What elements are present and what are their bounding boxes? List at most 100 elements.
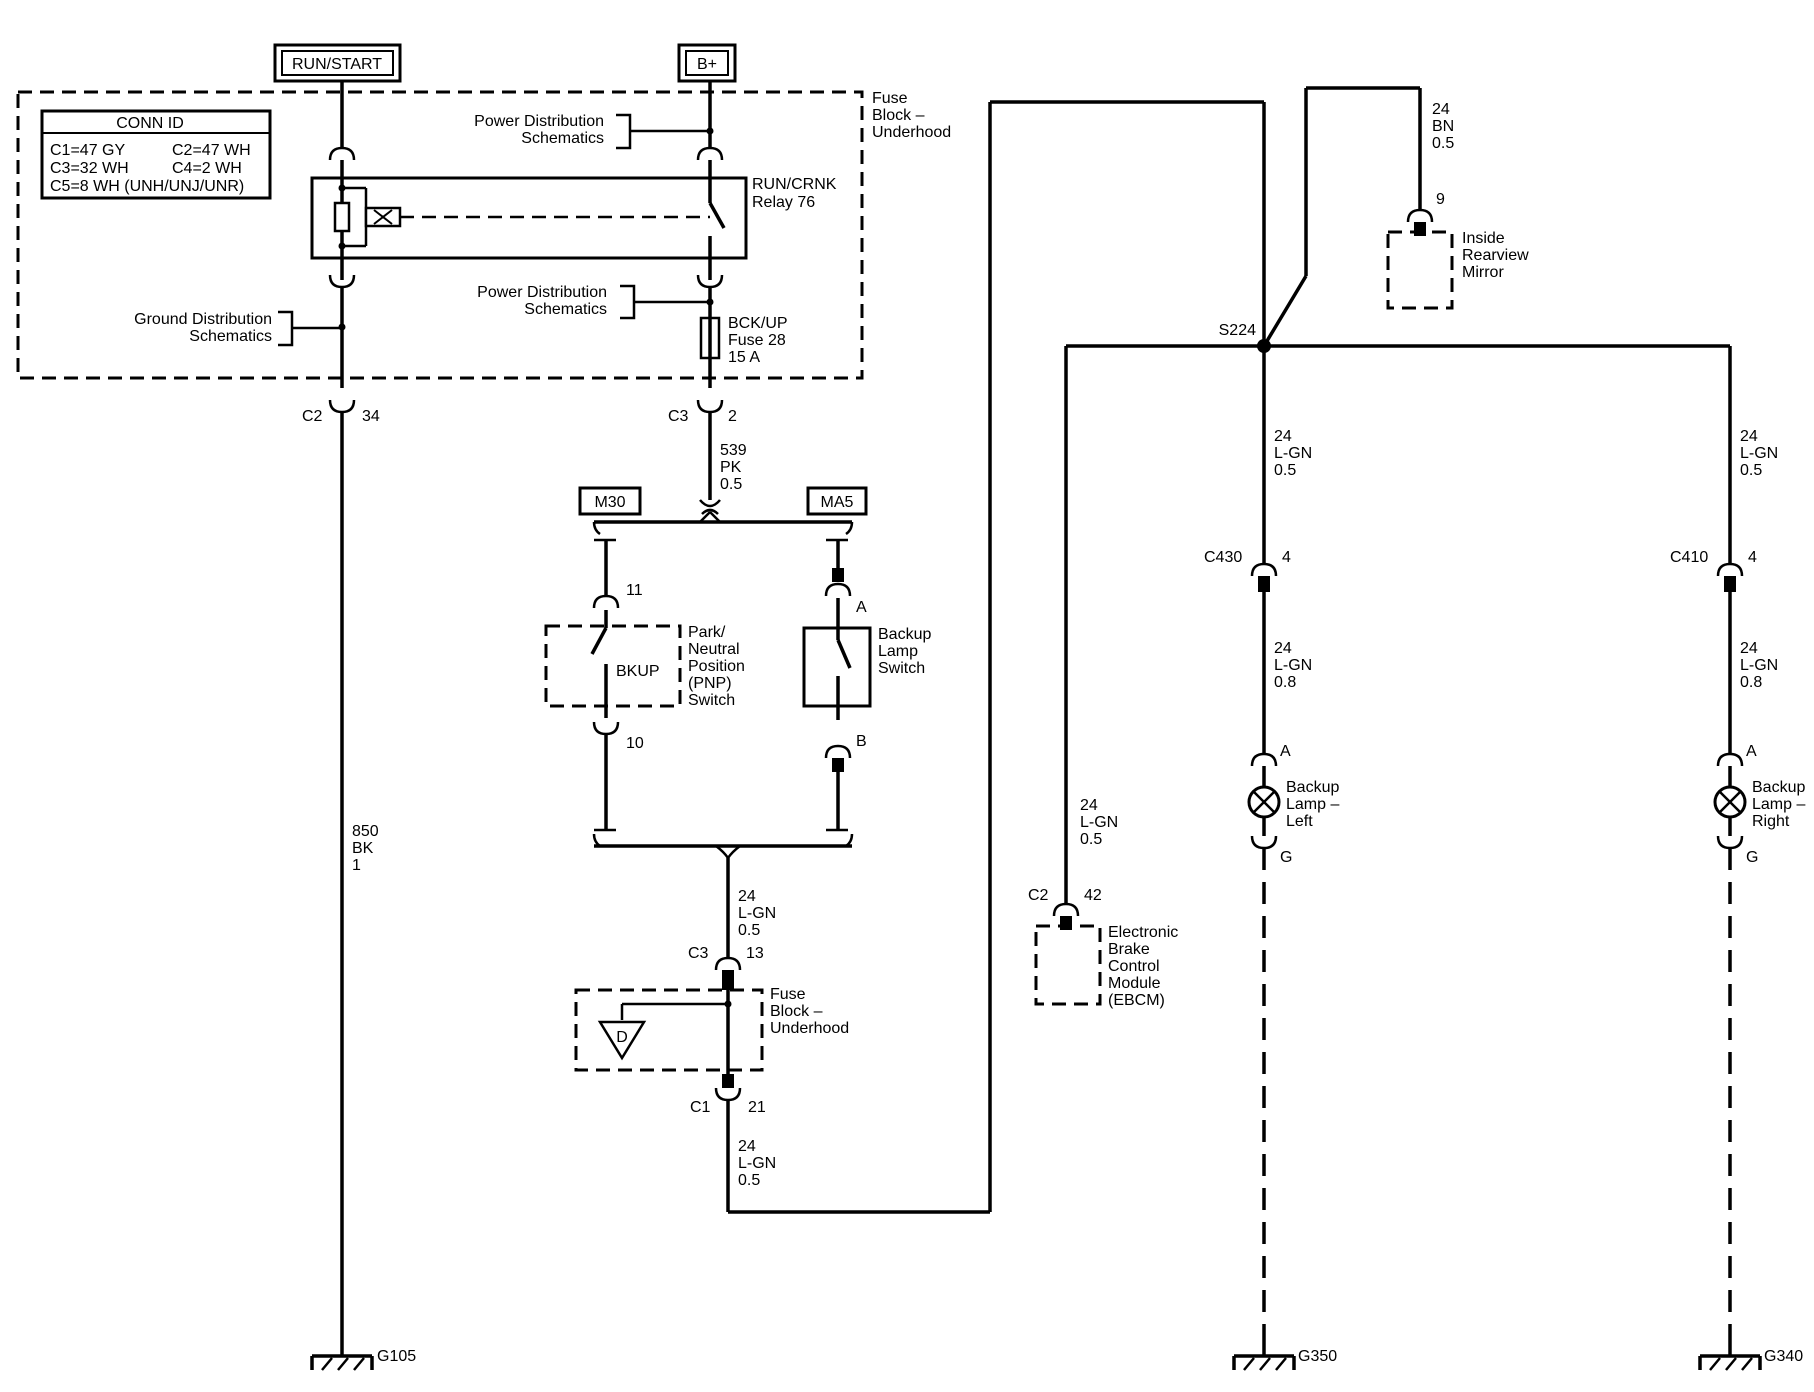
svg-text:0.5: 0.5 <box>738 1172 760 1189</box>
svg-text:Underhood: Underhood <box>872 124 951 141</box>
fuse-block-bottom-outline <box>574 988 764 1072</box>
svg-text:L-GN: L-GN <box>1740 657 1778 674</box>
run-start-tag: RUN/START <box>273 43 402 83</box>
svg-text:Lamp: Lamp <box>878 643 918 660</box>
ground-g105-label: G105 <box>377 1348 416 1365</box>
lamp-right-pin-a: A <box>1746 743 1757 760</box>
svg-text:PK: PK <box>720 459 742 476</box>
svg-text:RUN/CRNK: RUN/CRNK <box>752 176 837 193</box>
svg-text:L-GN: L-GN <box>1080 814 1118 831</box>
ground-g340-label: G340 <box>1764 1348 1803 1365</box>
relay-label: RUN/CRNK Relay 76 <box>752 176 837 211</box>
splice-label: S224 <box>1219 322 1256 339</box>
svg-text:BN: BN <box>1432 118 1454 135</box>
c3-13-pin: 13 <box>746 945 764 962</box>
svg-text:24: 24 <box>1740 640 1758 657</box>
svg-text:L-GN: L-GN <box>738 1155 776 1172</box>
wire-24-c-label: 24 L-GN 0.5 <box>1080 797 1118 848</box>
ebcm-label: Electronic Brake Control Module (EBCM) <box>1108 924 1178 1009</box>
pin-11: 11 <box>626 582 643 599</box>
svg-text:L-GN: L-GN <box>738 905 776 922</box>
pnp-switch-label: Park/ Neutral Position (PNP) Switch <box>688 624 745 709</box>
c1-21-pin: 21 <box>748 1099 766 1116</box>
svg-text:Schematics: Schematics <box>521 130 604 147</box>
svg-text:L-GN: L-GN <box>1740 445 1778 462</box>
wire-24-f-label: 24 L-GN 0.8 <box>1274 640 1312 691</box>
backup-lamp-left-label: Backup Lamp – Left <box>1286 779 1339 830</box>
svg-text:Fuse: Fuse <box>872 90 908 107</box>
svg-text:Lamp –: Lamp – <box>1752 796 1805 813</box>
pnp-switch-branch <box>590 538 620 832</box>
backup-lamp-switch-branch <box>824 538 852 832</box>
ground-distribution-ref: Ground Distribution Schematics <box>134 310 342 347</box>
backup-lamp-right-label: Backup Lamp – Right <box>1752 779 1805 830</box>
lamp-right-pin-g: G <box>1746 849 1758 866</box>
pnp-switch-outline <box>544 624 682 708</box>
svg-text:539: 539 <box>720 442 747 459</box>
wire-539-label: 539 PK 0.5 <box>720 442 747 493</box>
c2-conn-label: C2 <box>302 408 323 425</box>
backup-lamp-switch-box <box>802 626 872 708</box>
svg-text:Park/: Park/ <box>688 624 726 641</box>
svg-text:Switch: Switch <box>878 660 925 677</box>
svg-text:Fuse 28: Fuse 28 <box>728 332 786 349</box>
bplus-tag: B+ <box>677 43 737 83</box>
left-lamp-branch <box>1250 346 1278 1338</box>
svg-text:Underhood: Underhood <box>770 1020 849 1037</box>
svg-text:Backup: Backup <box>878 626 931 643</box>
svg-text:Power Distribution: Power Distribution <box>477 284 607 301</box>
inside-rearview-mirror-label: Inside Rearview Mirror <box>1462 230 1529 281</box>
fuse-block-top-label: Fuse Block – Underhood <box>872 90 951 141</box>
svg-text:0.5: 0.5 <box>720 476 742 493</box>
svg-text:24: 24 <box>738 888 756 905</box>
svg-text:C3=32 WH: C3=32 WH <box>50 160 129 177</box>
svg-text:MA5: MA5 <box>821 494 854 511</box>
ebcm-branch <box>1052 346 1080 930</box>
svg-text:24: 24 <box>1274 640 1292 657</box>
run-start-label: RUN/START <box>292 56 382 73</box>
svg-text:Module: Module <box>1108 975 1161 992</box>
bplus-label: B+ <box>697 56 717 73</box>
fuse-block-top-outline <box>16 90 864 380</box>
svg-text:0.5: 0.5 <box>1274 462 1296 479</box>
pin-a-switch: A <box>856 599 867 616</box>
fuse-block-bottom-label: Fuse Block – Underhood <box>770 986 849 1037</box>
svg-text:1: 1 <box>352 857 361 874</box>
svg-text:0.5: 0.5 <box>1432 135 1454 152</box>
svg-text:0.5: 0.5 <box>738 922 760 939</box>
svg-text:Neutral: Neutral <box>688 641 740 658</box>
svg-text:L-GN: L-GN <box>1274 657 1312 674</box>
wire-24-d-label: 24 L-GN 0.5 <box>1274 428 1312 479</box>
svg-text:24: 24 <box>738 1138 756 1155</box>
svg-text:Relay 76: Relay 76 <box>752 194 815 211</box>
wire-24-a-label: 24 L-GN 0.5 <box>738 888 776 939</box>
svg-text:850: 850 <box>352 823 379 840</box>
conn-id-table: CONN ID C1=47 GY C2=47 WH C3=32 WH C4=2 … <box>40 109 272 200</box>
ground-g350-label: G350 <box>1298 1348 1337 1365</box>
c2-42-conn: C2 <box>1028 887 1049 904</box>
svg-text:C4=2 WH: C4=2 WH <box>172 160 242 177</box>
svg-text:C2=47 WH: C2=47 WH <box>172 142 251 159</box>
svg-text:0.5: 0.5 <box>1080 831 1102 848</box>
fuse-28-label: BCK/UP Fuse 28 15 A <box>728 315 788 366</box>
ground-g105-icon <box>310 1340 374 1371</box>
power-distribution-ref-1: Power Distribution Schematics <box>474 113 710 150</box>
ebcm-outline <box>1034 924 1102 1006</box>
svg-text:Backup: Backup <box>1286 779 1339 796</box>
inside-rearview-mirror-outline <box>1386 230 1454 310</box>
svg-text:Position: Position <box>688 658 745 675</box>
c2-42-pin: 42 <box>1084 887 1102 904</box>
c2-pin-label: 34 <box>362 408 380 425</box>
svg-text:Control: Control <box>1108 958 1160 975</box>
diode-label: D <box>616 1029 628 1046</box>
svg-text:M30: M30 <box>594 494 625 511</box>
run-crnk-relay <box>310 176 748 260</box>
svg-text:Left: Left <box>1286 813 1313 830</box>
svg-text:(EBCM): (EBCM) <box>1108 992 1165 1009</box>
svg-text:Inside: Inside <box>1462 230 1505 247</box>
c3-pin-label: 2 <box>728 408 737 425</box>
merge-bus <box>592 100 1266 1214</box>
ground-g340-icon <box>1698 1338 1762 1371</box>
svg-text:C5=8 WH (UNH/UNJ/UNR): C5=8 WH (UNH/UNJ/UNR) <box>50 178 244 195</box>
